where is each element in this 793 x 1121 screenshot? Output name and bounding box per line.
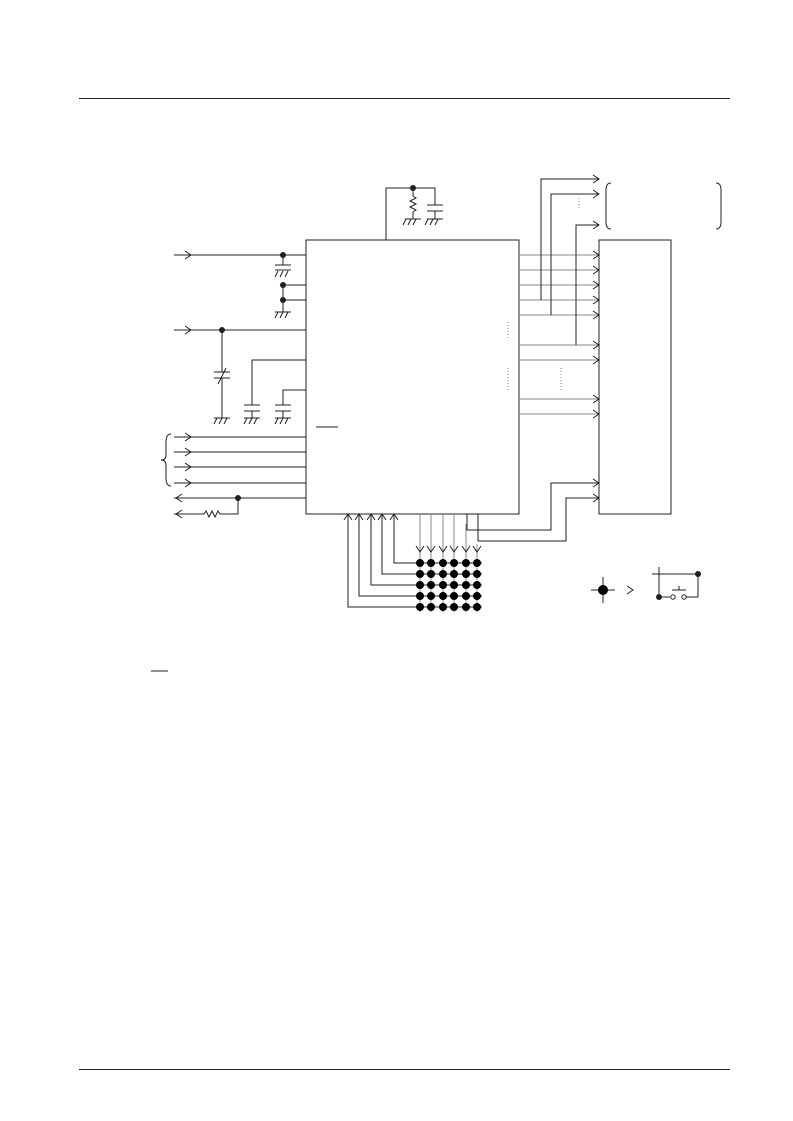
contact-legend: [591, 567, 701, 603]
row-4: [416, 592, 481, 600]
main-ic-block: [305, 239, 520, 515]
top-rc-network: [385, 185, 443, 240]
row-5: [416, 603, 481, 611]
row-2: [416, 570, 481, 578]
legend-arrow-icon: [626, 585, 634, 595]
footer-rule: [79, 1069, 730, 1070]
key-matrix-contacts: [416, 559, 481, 611]
bracket-left: [605, 182, 612, 230]
header-rule: [79, 98, 730, 99]
lower-right-links: [466, 478, 600, 542]
left-input-group-2: [174, 325, 306, 425]
row-1: [416, 559, 481, 567]
upper-right-taps: [540, 174, 722, 345]
left-outputs: [174, 493, 306, 519]
ic-to-display-bus: [507, 250, 600, 419]
key-matrix-return-lines: [343, 513, 482, 608]
left-input-group-1: [174, 250, 306, 319]
display-driver-block: [598, 239, 672, 515]
row-3: [416, 581, 481, 589]
left-bus-inputs: [160, 432, 306, 488]
bracket-right: [715, 182, 722, 230]
